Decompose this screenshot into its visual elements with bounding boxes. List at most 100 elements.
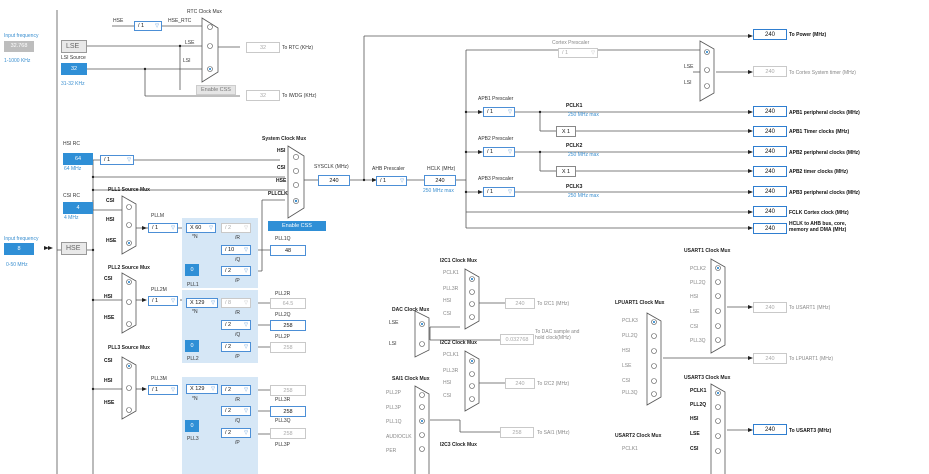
apb1-prescaler-label: APB1 Prescaler: [478, 96, 514, 102]
rtc-lse-label: LSE: [185, 40, 195, 46]
pll1-fractional-value[interactable]: 0: [185, 264, 199, 276]
pll2-p-divider-select[interactable]: / 2▽: [221, 342, 251, 352]
usart1-output-label: To USART1 (MHz): [789, 305, 831, 311]
pclk1-label: PCLK1: [566, 103, 583, 109]
lse-range-label: 1-1000 KHz: [4, 58, 31, 64]
cortex-prescaler-select[interactable]: / 1▽: [558, 48, 598, 58]
dac-clock-mux[interactable]: [414, 310, 430, 358]
pll1-q-label: /Q: [235, 257, 241, 263]
pll3-r-label: /R: [235, 397, 240, 403]
apb2-prescaler-label: APB2 Prescaler: [478, 136, 514, 142]
hse-oscillator-block[interactable]: HSE: [61, 242, 87, 255]
pll2-name-label: PLL2: [187, 356, 199, 362]
usart3-in-pclk1: PCLK1: [690, 388, 707, 394]
lse-input-frequency-label: Input frequency: [4, 33, 39, 39]
cortex-lse-label: LSE: [684, 64, 694, 70]
pll3-r-divider-select[interactable]: / 2▽: [221, 385, 251, 395]
hse-frequency-input[interactable]: 8: [4, 243, 34, 255]
pll1-q-divider-select[interactable]: / 10▽: [221, 245, 251, 255]
lse-frequency-input[interactable]: 32.768: [4, 41, 34, 52]
lsi-value-block[interactable]: 32: [61, 63, 87, 75]
usart3-in-lse: LSE: [690, 431, 700, 437]
fclk-output-value: 240: [753, 206, 787, 217]
rtc-hse-rtc-label: HSE_RTC: [168, 18, 192, 24]
rtc-mux-title: RTC Clock Mux: [187, 9, 222, 15]
apb2-timer-output-value: 240: [753, 166, 787, 177]
pll2m-label: PLL2M: [151, 287, 167, 293]
apb2-prescaler-select[interactable]: / 1▽: [483, 147, 515, 157]
csi-value-block[interactable]: 4: [63, 202, 93, 214]
pclk1-max-label: 250 MHz max: [568, 112, 599, 118]
cortex-systimer-mux[interactable]: [699, 40, 715, 102]
apb3-periph-output-label: APB3 peripheral clocks (MHz): [789, 190, 860, 196]
pll3-q-divider-select[interactable]: / 2▽: [221, 406, 251, 416]
pll3-source-mux[interactable]: [121, 356, 137, 420]
sysclk-mux-hsi-label: HSI: [277, 148, 286, 154]
lpuart1-clock-mux[interactable]: [646, 312, 662, 406]
i2c1-in-csi: CSI: [443, 311, 452, 317]
lpuart1-output-value: 240: [753, 353, 787, 364]
rtc-clock-mux[interactable]: [201, 17, 219, 83]
pll3-name-label: PLL3: [187, 436, 199, 442]
pll3-src-hsi-label: HSI: [104, 378, 113, 384]
lpuart1-in-lse: LSE: [622, 363, 632, 369]
hsi-rc-label: HSI RC: [63, 141, 80, 147]
pll1-source-mux[interactable]: [121, 195, 137, 255]
lse-oscillator-block[interactable]: LSE: [61, 40, 87, 53]
i2c2-output-label: To I2C2 (MHz): [537, 381, 570, 387]
usart1-clock-mux[interactable]: [710, 258, 726, 354]
pll1-n-multiplier-select[interactable]: X 60▽: [186, 223, 216, 233]
pll1-p-divider-select[interactable]: / 2▽: [221, 266, 251, 276]
i2c2-clock-mux[interactable]: [464, 350, 480, 412]
usart1-output-value: 240: [753, 302, 787, 313]
apb1-prescaler-select[interactable]: / 1▽: [483, 107, 515, 117]
pll2-n-multiplier-select[interactable]: X 129▽: [186, 298, 218, 308]
cortex-systimer-output-value: 240: [753, 66, 787, 77]
rtc-hse-divider-select[interactable]: / 1▽: [134, 21, 162, 31]
pllm-divider-select[interactable]: / 1▽: [148, 223, 178, 233]
pll1q-output-label: PLL1Q: [275, 236, 291, 242]
sai1-in-pll2p: PLL2P: [386, 390, 402, 396]
hsi-divider-select[interactable]: / 1▽: [100, 155, 134, 165]
apb1-timer-multiplier: X 1: [556, 126, 576, 137]
rtc-enable-css-button[interactable]: Enable CSS: [196, 85, 236, 95]
pll2q-output-value: 258: [270, 320, 306, 331]
sai1-clock-mux[interactable]: [414, 385, 430, 474]
dac-output-label: To DAC sample and hold clock(MHz): [535, 329, 580, 341]
pll1-r-divider-select[interactable]: / 2▽: [221, 223, 251, 233]
sai1-mux-title: SAI1 Clock Mux: [392, 376, 430, 382]
sysclk-enable-css-button[interactable]: Enable CSS: [268, 221, 326, 231]
pll3-src-csi-label: CSI: [104, 358, 113, 364]
pll2-q-divider-select[interactable]: / 2▽: [221, 320, 251, 330]
pll2-fractional-value[interactable]: 0: [185, 340, 199, 352]
dac-mux-title: DAC Clock Mux: [392, 307, 430, 313]
pll3-n-multiplier-select[interactable]: X 129▽: [186, 384, 218, 394]
pll2-r-label: /R: [235, 310, 240, 316]
pll2m-divider-select[interactable]: / 1▽: [148, 296, 178, 306]
pll3-fractional-value[interactable]: 0: [185, 420, 199, 432]
system-clock-mux[interactable]: [287, 145, 305, 219]
usart3-output-value: 240: [753, 424, 787, 435]
sai1-in-pll1q: PLL1Q: [386, 419, 402, 425]
ahb-prescaler-select[interactable]: / 1▽: [376, 176, 407, 186]
pll2-source-mux[interactable]: [121, 272, 137, 334]
pll3r-output-label: PLL3R: [275, 397, 291, 403]
hclk-value-input[interactable]: 240: [424, 175, 456, 186]
lpuart1-output-label: To LPUART1 (MHz): [789, 356, 834, 362]
i2c1-mux-title: I2C1 Clock Mux: [440, 258, 477, 264]
hsi-value-block[interactable]: 64: [63, 153, 93, 165]
pll3-p-divider-select[interactable]: / 2▽: [221, 428, 251, 438]
usart3-clock-mux[interactable]: [710, 383, 726, 474]
apb1-periph-output-label: APB1 peripheral clocks (MHz): [789, 110, 860, 116]
lpuart1-in-csi: CSI: [622, 378, 631, 384]
pll2-q-label: /Q: [235, 332, 241, 338]
i2c1-clock-mux[interactable]: [464, 268, 480, 330]
pll1-src-csi-label: CSI: [106, 198, 115, 204]
i2c1-in-pclk1: PCLK1: [443, 270, 459, 276]
pll3m-divider-select[interactable]: / 1▽: [148, 385, 178, 395]
pll1-src-hse-label: HSE: [106, 238, 117, 244]
apb3-prescaler-select[interactable]: / 1▽: [483, 187, 515, 197]
pll3-src-hse-label: HSE: [104, 400, 115, 406]
pll2-r-divider-select[interactable]: / 8▽: [221, 298, 251, 308]
